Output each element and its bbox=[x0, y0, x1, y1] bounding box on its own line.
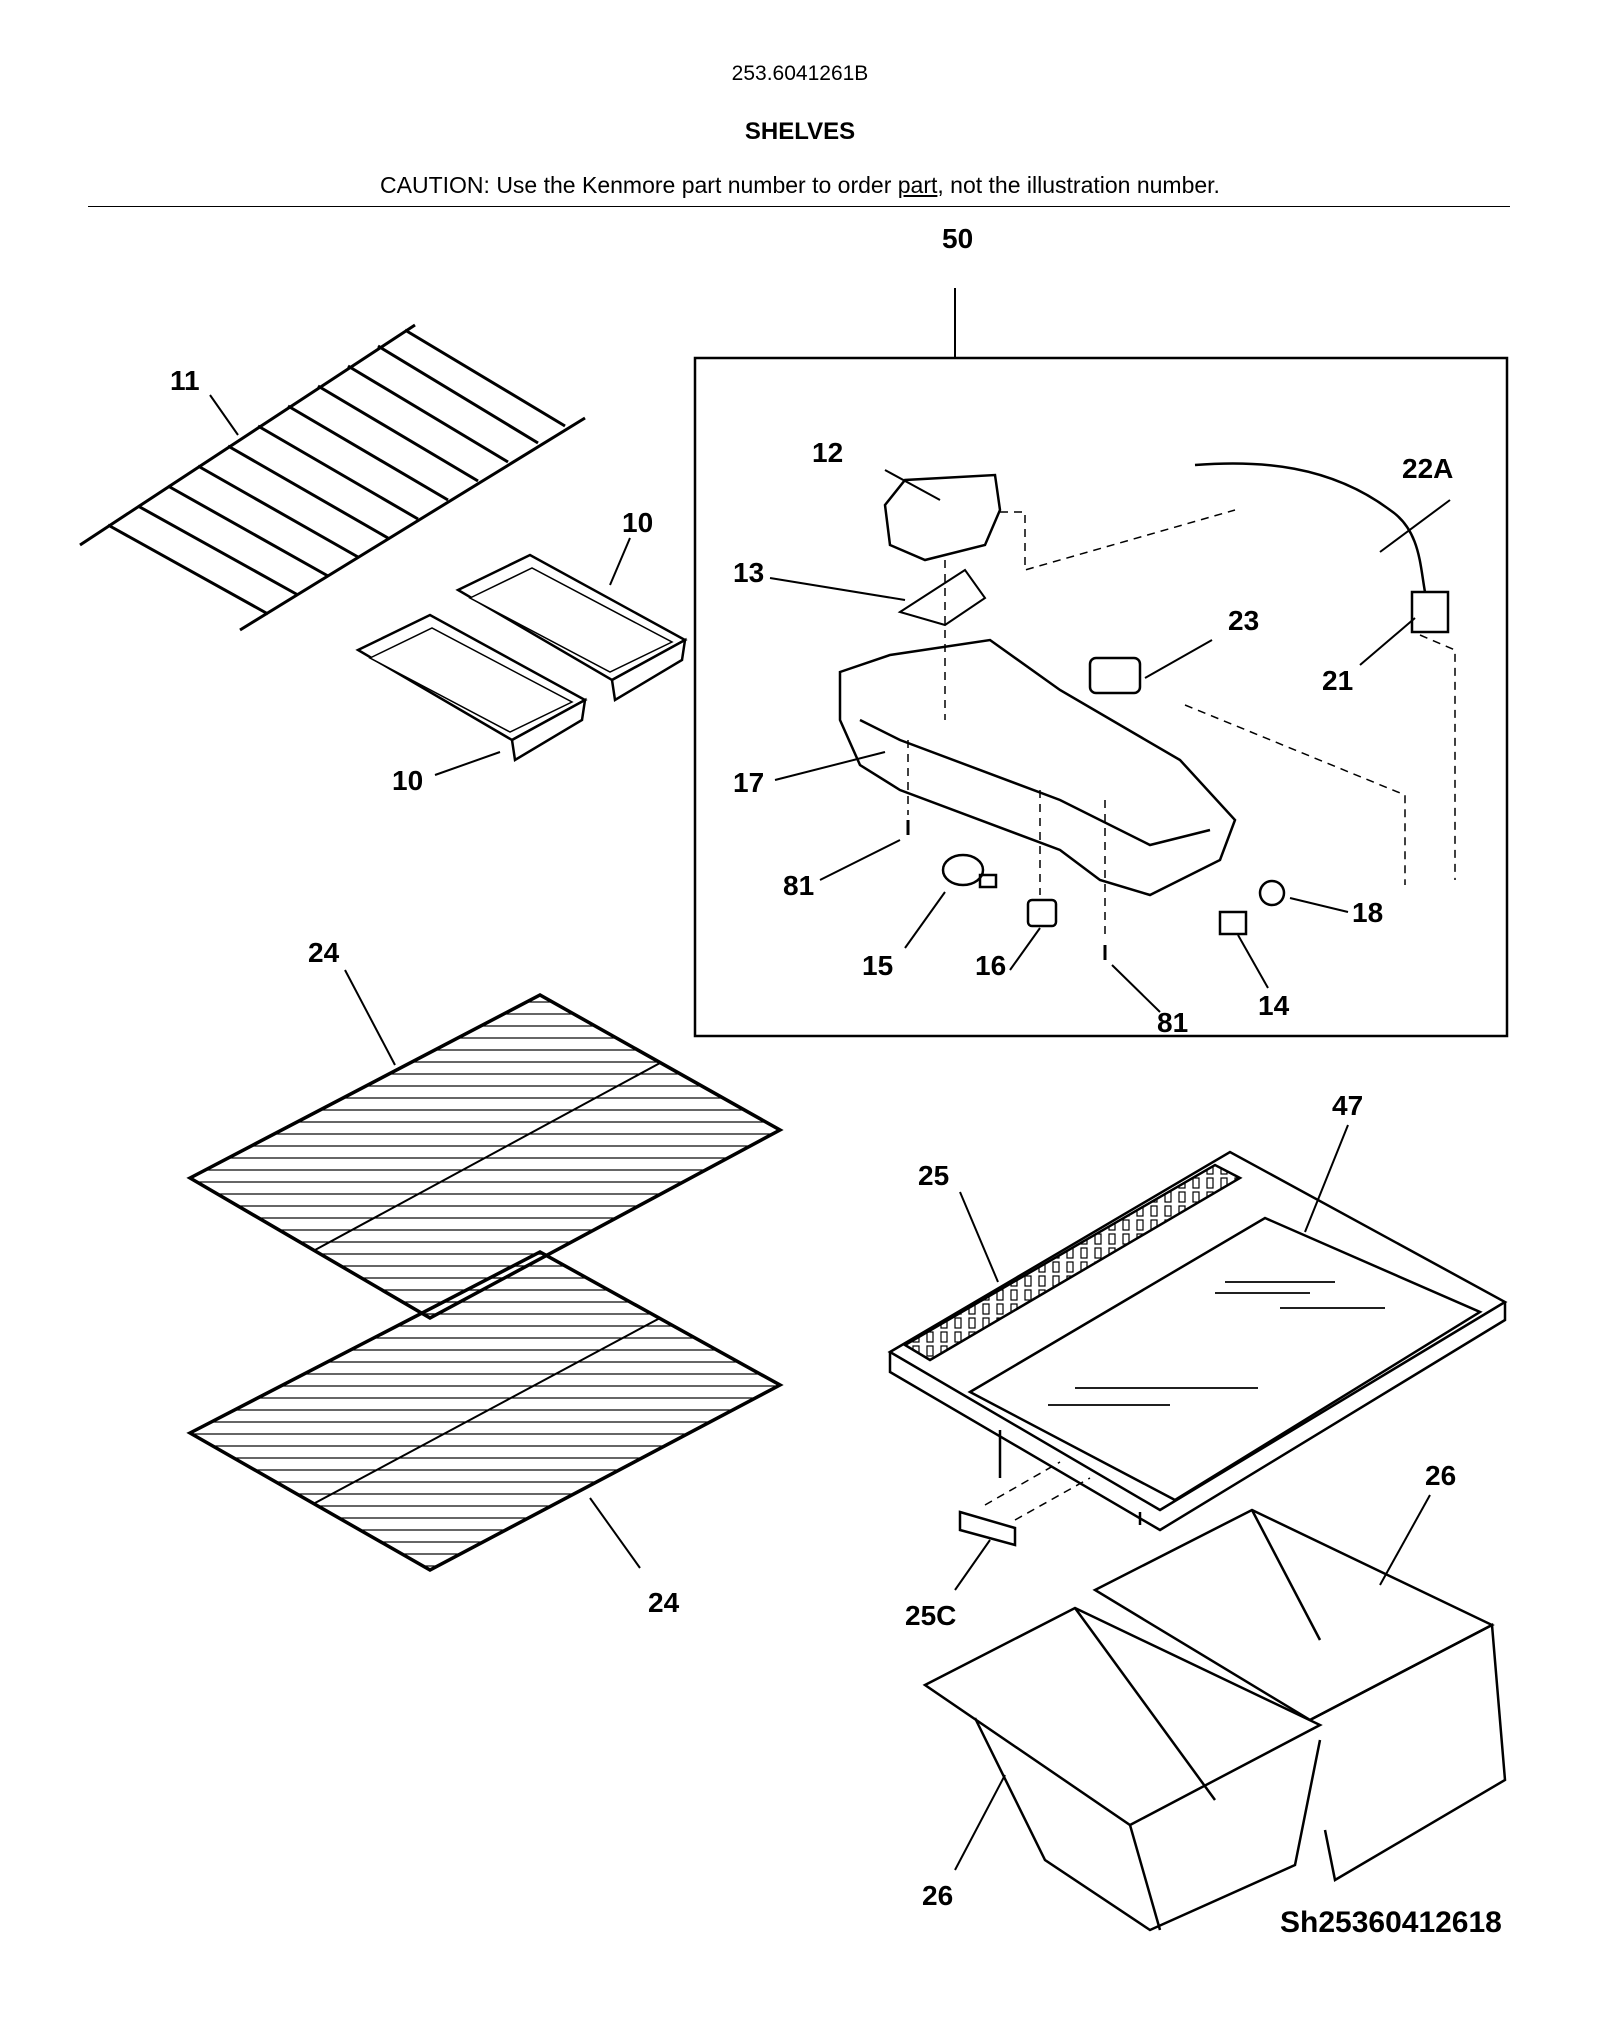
switch-part-21 bbox=[1410, 590, 1450, 634]
callout-16: 16 bbox=[975, 950, 1006, 981]
crisper-cover-part-25 bbox=[887, 1150, 1508, 1532]
crisper-drawer-part-26-front bbox=[922, 1606, 1323, 1932]
callout-13: 13 bbox=[733, 557, 764, 588]
glass-shelf-part-24-upper bbox=[186, 993, 784, 1321]
assembly-guide-lines bbox=[907, 509, 1456, 940]
socket-part-16 bbox=[1026, 898, 1058, 928]
callout-22a: 22A bbox=[1402, 453, 1453, 484]
ice-tray-part-10-upper bbox=[455, 553, 688, 703]
model-number: 253.6041261B bbox=[731, 62, 869, 85]
switch-part-14 bbox=[1218, 910, 1248, 936]
document-id: Sh25360412618 bbox=[1280, 1906, 1502, 1939]
callout-10-upper: 10 bbox=[622, 507, 653, 538]
leader-lines bbox=[209, 394, 1451, 1871]
crisper-drawer-part-26-rear bbox=[1092, 1508, 1507, 1882]
callout-81-upper: 81 bbox=[783, 870, 814, 901]
control-part-23 bbox=[1088, 656, 1142, 695]
callout-26-front: 26 bbox=[922, 1880, 953, 1911]
callout-25c: 25C bbox=[905, 1600, 956, 1631]
cable-part-22a bbox=[1194, 462, 1427, 593]
light-housing-part-17 bbox=[838, 638, 1237, 897]
callout-24-upper: 24 bbox=[308, 937, 340, 968]
wire-shelf-part-11 bbox=[79, 323, 586, 632]
ice-tray-part-10-lower bbox=[355, 613, 588, 763]
callout-81-lower: 81 bbox=[1157, 1007, 1188, 1038]
callout-24-lower: 24 bbox=[648, 1587, 680, 1618]
callout-17: 17 bbox=[733, 767, 764, 798]
bulb-part-15 bbox=[941, 853, 998, 889]
section-title: SHELVES bbox=[744, 118, 856, 145]
caution-part-word: part bbox=[897, 172, 938, 198]
callout-25: 25 bbox=[918, 1160, 949, 1191]
knob-part-18 bbox=[1258, 879, 1286, 907]
callout-10-lower: 10 bbox=[392, 765, 423, 796]
header-rule bbox=[88, 206, 1510, 207]
callout-26-rear: 26 bbox=[1425, 1460, 1456, 1491]
callout-11: 11 bbox=[170, 365, 200, 396]
assembly-box-part-50 bbox=[693, 356, 1509, 1038]
callout-14: 14 bbox=[1258, 990, 1290, 1021]
cover-part-12 bbox=[883, 473, 1002, 562]
callout-15: 15 bbox=[862, 950, 893, 981]
glass-shelf-part-24-lower bbox=[186, 1250, 784, 1572]
caution-prefix: CAUTION: Use the Kenmore part number to … bbox=[380, 172, 898, 198]
glass-part-47 bbox=[1048, 1281, 1385, 1406]
callout-12: 12 bbox=[812, 437, 843, 468]
callout-18: 18 bbox=[1352, 897, 1383, 928]
caution-suffix: , not the illustration number. bbox=[937, 172, 1220, 198]
caution-note: CAUTION: Use the Kenmore part number to … bbox=[0, 172, 1600, 199]
clip-part-25c bbox=[958, 1461, 1091, 1547]
callout-21: 21 bbox=[1322, 665, 1353, 696]
callout-47: 47 bbox=[1332, 1090, 1363, 1121]
baffle-part-13 bbox=[897, 568, 987, 627]
callout-23: 23 bbox=[1228, 605, 1259, 636]
callout-50: 50 bbox=[942, 223, 973, 254]
